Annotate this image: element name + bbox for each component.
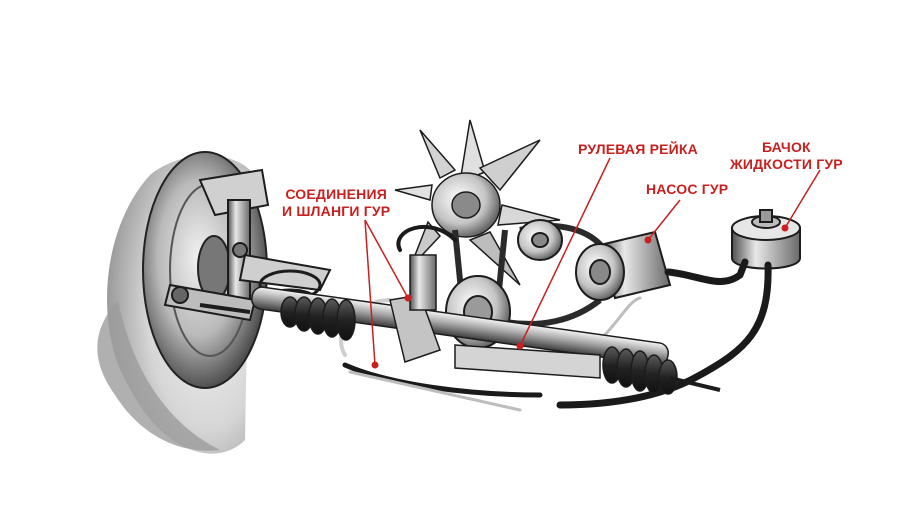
dot-pump bbox=[644, 236, 652, 244]
hydraulic-hoses bbox=[339, 224, 772, 412]
rack-assembly bbox=[199, 254, 721, 395]
leader-lines bbox=[364, 157, 821, 366]
label-steering-rack: РУЛЕВАЯ РЕЙКА bbox=[578, 141, 698, 157]
label-pump: НАСОС ГУР bbox=[646, 181, 729, 197]
leader-steering-rack bbox=[519, 157, 611, 347]
label-connections-line2: И ШЛАНГИ ГУР bbox=[282, 203, 391, 219]
leader-connections-b bbox=[364, 219, 376, 366]
dot-connections-a bbox=[404, 294, 412, 302]
dot-steering-rack bbox=[516, 342, 524, 350]
label-reservoir: БАЧОК ЖИДКОСТИ ГУР bbox=[730, 139, 843, 173]
leader-dots bbox=[371, 224, 789, 369]
reservoir-body bbox=[731, 209, 801, 270]
leader-pump bbox=[647, 199, 681, 241]
label-reservoir-line1: БАЧОК bbox=[761, 139, 811, 155]
leader-reservoir bbox=[784, 169, 821, 229]
dot-connections-b bbox=[371, 361, 379, 369]
label-connections-line1: СОЕДИНЕНИЯ bbox=[285, 186, 388, 202]
cooling-fan bbox=[394, 119, 561, 286]
suspension-strut bbox=[163, 168, 332, 322]
pump-body bbox=[575, 230, 672, 301]
dot-reservoir bbox=[781, 224, 789, 232]
label-reservoir-line2: ЖИДКОСТИ ГУР bbox=[730, 156, 843, 172]
leader-connections-a bbox=[364, 219, 409, 299]
label-connections: СОЕДИНЕНИЯ И ШЛАНГИ ГУР bbox=[282, 186, 390, 220]
